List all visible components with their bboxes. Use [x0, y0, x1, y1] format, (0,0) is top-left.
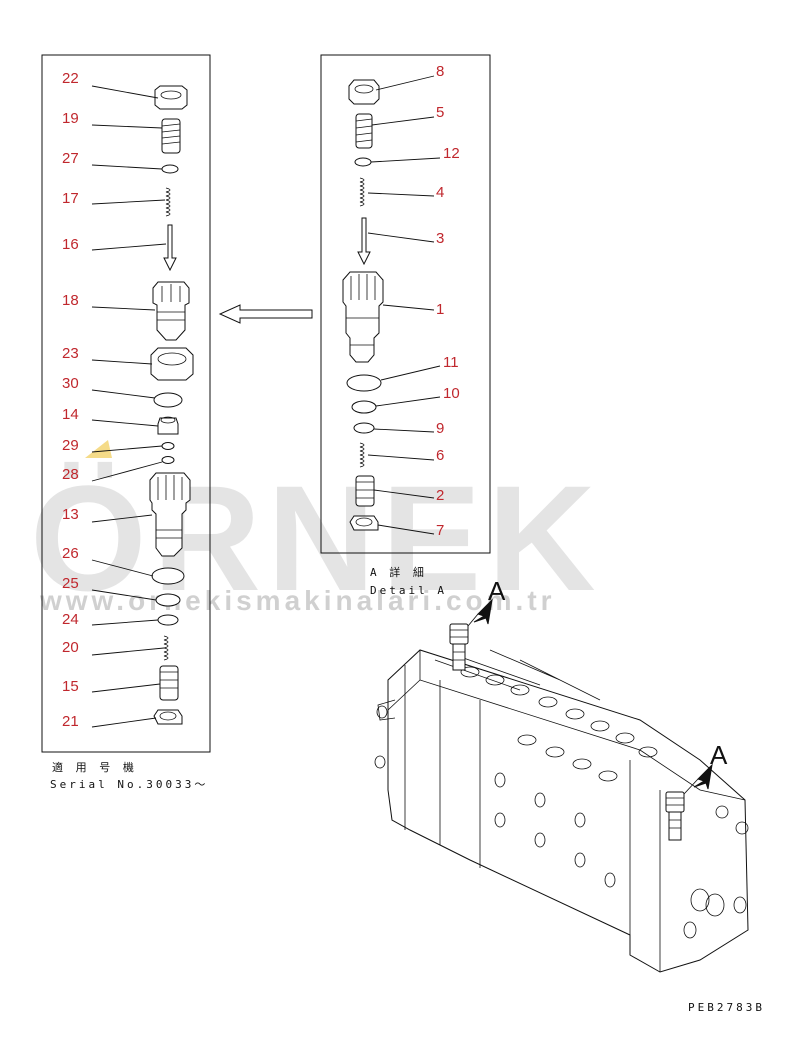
right-leaders [367, 75, 441, 535]
watermark-accent [85, 440, 112, 458]
part-21-seat [153, 709, 183, 725]
right-caption-jp: A 詳 細 [370, 565, 427, 579]
label-27: 27 [62, 150, 79, 167]
part-22-nut [154, 85, 188, 110]
part-23-nut [150, 347, 194, 381]
part-28-ring [161, 456, 175, 464]
part-5-plug [355, 113, 373, 149]
label-7: 7 [436, 522, 444, 539]
watermark-url: www.ornekismakinalari.com.tr [39, 585, 556, 616]
part-17-spring [165, 187, 171, 217]
part-8-nut [348, 79, 380, 105]
label-3: 3 [436, 230, 444, 247]
label-13: 13 [62, 506, 79, 523]
part-1-valve [342, 271, 384, 363]
left-panel-frame [41, 54, 211, 753]
label-8: 8 [436, 63, 444, 80]
label-18: 18 [62, 292, 79, 309]
part-20-spring [163, 635, 169, 661]
left-caption-jp: 適 用 号 機 [52, 760, 137, 774]
right-labels: 8 5 12 4 3 1 11 10 9 6 2 7 [436, 63, 460, 539]
part-9-ring [353, 422, 375, 434]
part-13-valve [149, 472, 191, 557]
label-28: 28 [62, 466, 79, 483]
label-21: 21 [62, 713, 79, 730]
label-20: 20 [62, 639, 79, 656]
part-11-oring [346, 374, 382, 392]
label-24: 24 [62, 611, 79, 628]
part-27-ring [161, 164, 179, 174]
watermark-brand: ÖRNEK [30, 454, 602, 622]
left-parts [149, 85, 194, 725]
label-19: 19 [62, 110, 79, 127]
control-valve-assembly [374, 649, 749, 973]
part-15-plug [159, 665, 179, 701]
part-6-spring [359, 442, 365, 468]
label-11: 11 [443, 354, 459, 371]
direction-arrow [218, 304, 313, 324]
part-10-ring [351, 400, 377, 414]
left-caption-serial: Serial No.30033～ [50, 778, 208, 791]
label-26: 26 [62, 545, 79, 562]
label-22: 22 [62, 70, 79, 87]
view-label-side: A [710, 740, 728, 770]
label-4: 4 [436, 184, 444, 201]
part-12-ring [354, 157, 372, 167]
part-4-spring [359, 177, 365, 207]
label-23: 23 [62, 345, 79, 362]
label-9: 9 [436, 420, 444, 437]
part-3-poppet [357, 217, 371, 266]
part-2-plug [355, 475, 375, 507]
part-26-oring [151, 567, 185, 585]
left-labels: 22 19 27 17 16 18 23 30 14 29 28 13 26 2… [62, 70, 79, 730]
drawing-code: PEB2783B [688, 1001, 765, 1014]
part-29-ring [161, 442, 175, 450]
part-7-seat [349, 515, 379, 531]
label-10: 10 [443, 385, 460, 402]
label-30: 30 [62, 375, 79, 392]
part-24-ring [157, 614, 179, 626]
label-16: 16 [62, 236, 79, 253]
label-6: 6 [436, 447, 444, 464]
label-2: 2 [436, 487, 444, 504]
right-caption-detail: Detail A [370, 584, 447, 597]
view-label-top: A [488, 576, 506, 606]
relief-valve-top [449, 623, 469, 671]
label-17: 17 [62, 190, 79, 207]
label-29: 29 [62, 437, 79, 454]
left-leaders [91, 85, 167, 728]
right-parts [342, 79, 384, 531]
right-panel-frame [320, 54, 491, 554]
label-1: 1 [436, 301, 444, 318]
part-16-poppet [163, 224, 177, 272]
part-25-ring [155, 593, 181, 607]
watermark: ÖRNEK www.ornekismakinalari.com.tr [30, 440, 602, 622]
relief-valve-side [665, 791, 685, 841]
label-14: 14 [62, 406, 79, 423]
label-5: 5 [436, 104, 444, 121]
label-15: 15 [62, 678, 79, 695]
label-12: 12 [443, 145, 460, 162]
label-25: 25 [62, 575, 79, 592]
part-30-oring [153, 392, 183, 408]
